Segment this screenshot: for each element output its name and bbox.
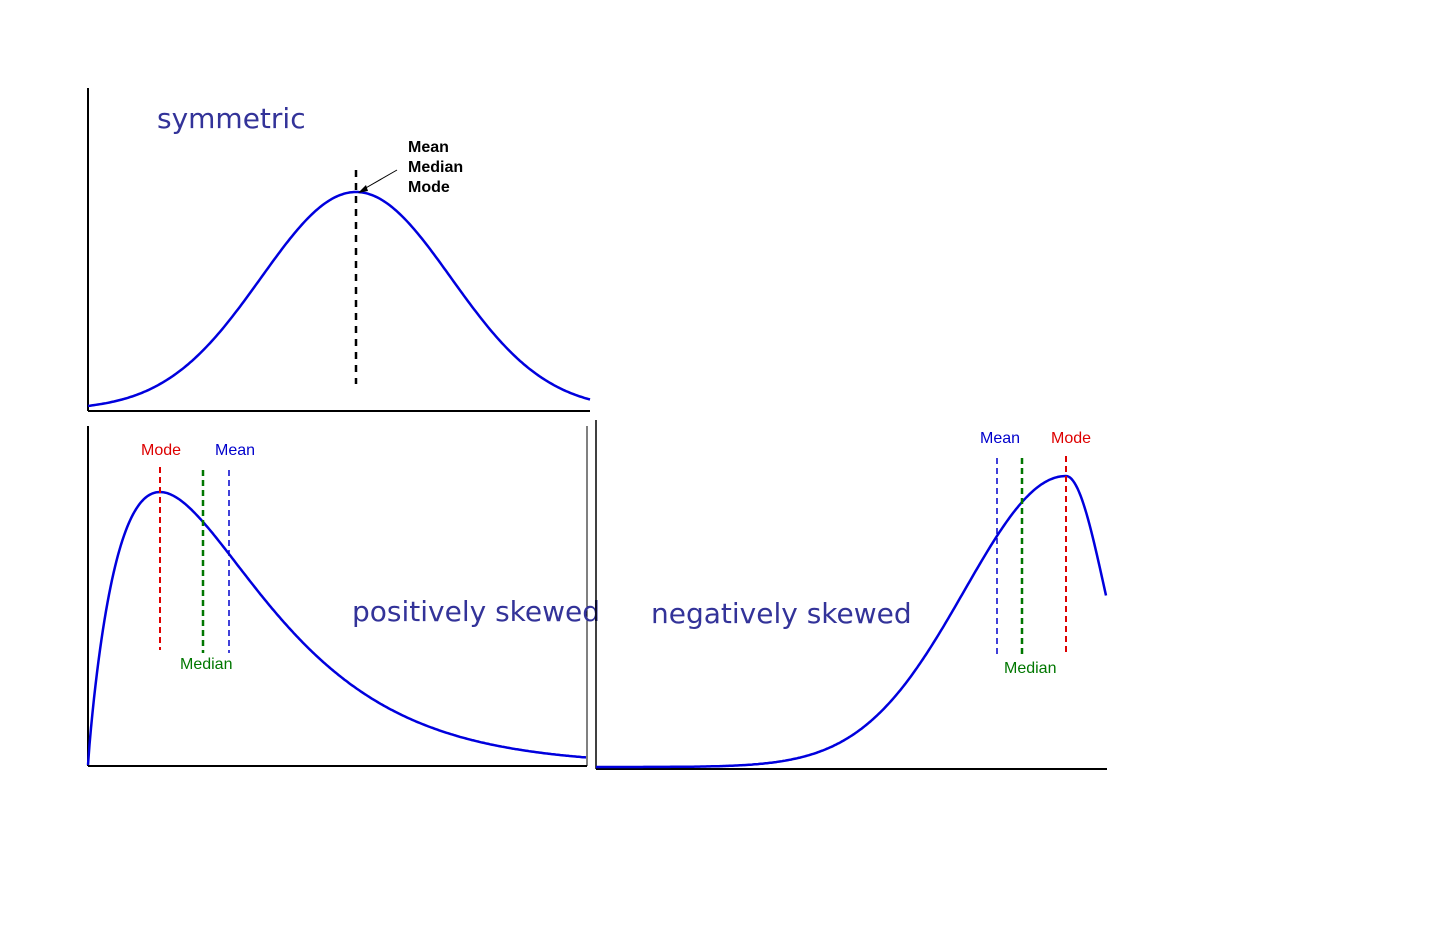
positive-median-label: Median <box>180 656 232 673</box>
symmetric-label-median: Median <box>408 159 463 176</box>
symmetric-label-mean: Mean <box>408 139 449 156</box>
positive-curve <box>86 490 587 766</box>
negative-mean-label: Mean <box>980 430 1020 447</box>
symmetric-label-mode: Mode <box>408 179 450 196</box>
symmetric-pointer-arrowhead <box>358 185 368 193</box>
negative-title: negatively skewed <box>651 597 912 630</box>
symmetric-panel: symmetric Mean Median Mode <box>87 88 591 412</box>
positive-mode-label: Mode <box>141 442 181 459</box>
positive-panel: Mode Mean Median positively skewed <box>86 426 600 767</box>
negative-median-label: Median <box>1004 660 1056 677</box>
symmetric-label-pointer <box>363 169 398 190</box>
symmetric-title: symmetric <box>157 102 306 135</box>
negative-panel: Mean Mode Median negatively skewed <box>595 420 1108 770</box>
symmetric-curve <box>87 190 591 408</box>
positive-mean-label: Mean <box>215 442 255 459</box>
negative-mode-label: Mode <box>1051 430 1091 447</box>
positive-title: positively skewed <box>352 595 600 628</box>
